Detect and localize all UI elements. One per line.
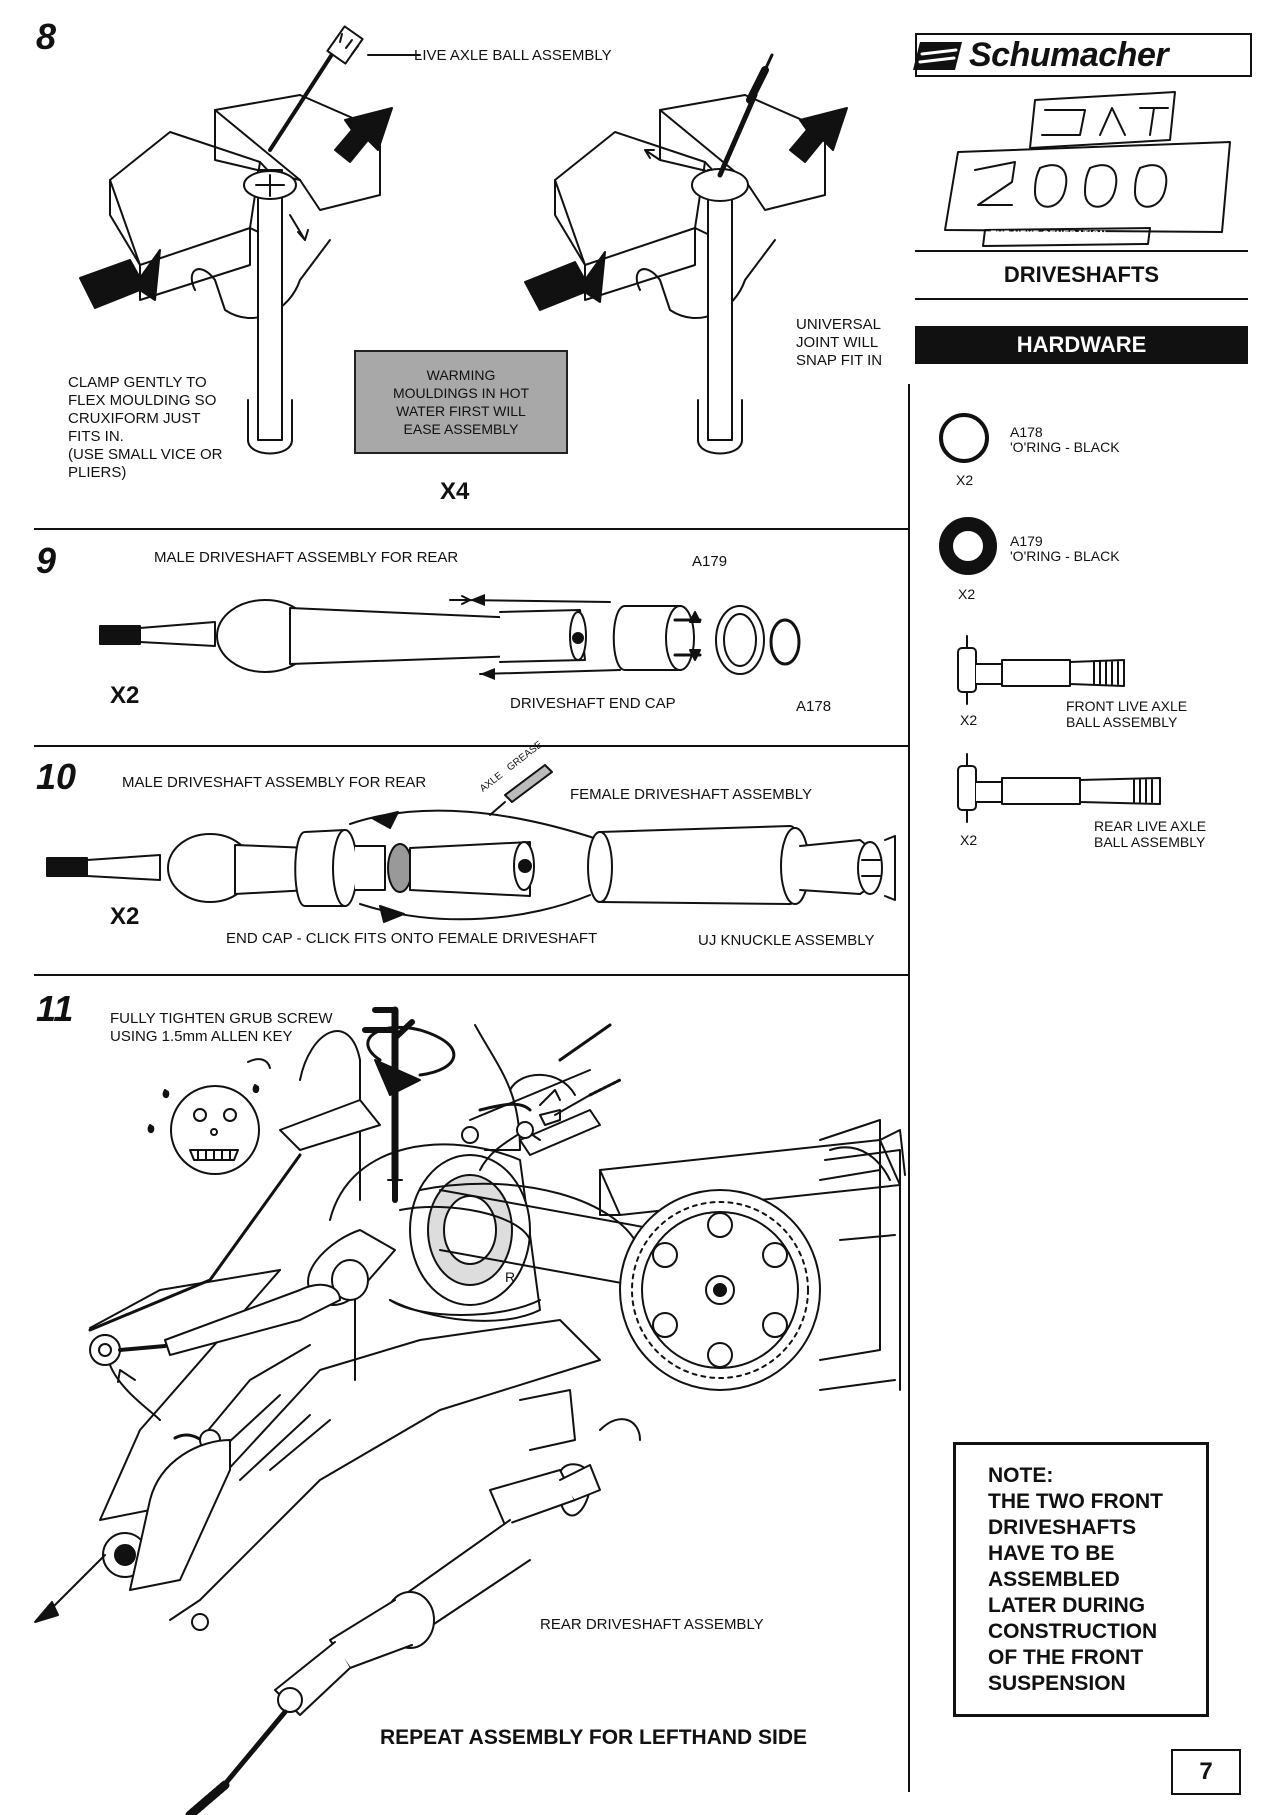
vice-illustration-left — [79, 25, 421, 455]
label-end-cap-click-fits: END CAP - CLICK FITS ONTO FEMALE DRIVESH… — [226, 930, 598, 947]
page-number: 7 — [1171, 1749, 1241, 1795]
divider-step10-step11 — [34, 974, 910, 976]
chassis-assembly-illustration: R — [34, 1006, 906, 1631]
label-male-driveshaft-step9: MALE DRIVESHAFT ASSEMBLY FOR REAR — [154, 549, 459, 566]
label-universal-joint: UNIVERSAL JOINT WILL SNAP FIT IN — [796, 316, 883, 369]
hw-a179-code: A179 — [1010, 533, 1043, 549]
step-number-8: 8 — [36, 16, 57, 57]
schumacher-logo-mark — [913, 42, 962, 70]
hardware-heading: HARDWARE — [915, 326, 1248, 364]
label-driveshaft-end-cap: DRIVESHAFT END CAP — [510, 695, 676, 712]
divider-step9-step10 — [34, 745, 910, 747]
brand-name: Schumacher — [969, 36, 1169, 74]
section-title: DRIVESHAFTS — [1003, 262, 1160, 287]
right-column-divider — [908, 384, 910, 1792]
o-ring-thick-icon — [939, 517, 997, 575]
cat-2000-logo — [944, 91, 1231, 247]
step10-multiplier: X2 — [110, 903, 140, 930]
label-female-driveshaft: FEMALE DRIVESHAFT ASSEMBLY — [570, 786, 813, 803]
gear-mark-r: R — [505, 1269, 515, 1285]
front-live-axle-icon — [957, 635, 1125, 705]
label-clamp-gently: CLAMP GENTLY TO FLEX MOULDING SO CRUXIFO… — [68, 374, 223, 481]
hw-a179-desc: 'O'RING - BLACK — [1010, 548, 1120, 564]
linkage-illustration-step11 — [89, 1078, 622, 1421]
divider-above-section-title — [915, 250, 1248, 252]
hw-rear-axle-desc: REAR LIVE AXLE BALL ASSEMBLY — [1094, 818, 1207, 850]
label-a178-step9: A178 — [796, 698, 832, 715]
female-driveshaft-illustration — [587, 825, 896, 905]
o-ring-thin-icon — [939, 413, 989, 463]
note-box: NOTE: THE TWO FRONT DRIVESHAFTS HAVE TO … — [953, 1442, 1209, 1717]
schumacher-brand-box: Schumacher — [915, 33, 1252, 77]
allen-key-illustration — [392, 1019, 415, 1203]
warning-box: WARMING MOULDINGS IN HOT WATER FIRST WIL… — [354, 350, 568, 454]
product-tagline: THE NEXT GENERATION — [990, 229, 1106, 239]
worried-face-illustration — [147, 1058, 271, 1175]
rear-live-axle-icon — [957, 753, 1161, 823]
o-rings-illustration-step9 — [715, 605, 801, 675]
step-number-11: 11 — [36, 988, 74, 1029]
rear-driveshaft-illustration-step11 — [185, 1464, 601, 1815]
step-number-9: 9 — [36, 540, 57, 581]
vice-illustration-right — [524, 53, 848, 455]
hw-front-axle-qty: X2 — [960, 712, 978, 728]
label-male-driveshaft-step10: MALE DRIVESHAFT ASSEMBLY FOR REAR — [122, 774, 427, 791]
step9-multiplier: X2 — [110, 682, 140, 709]
hw-a179-qty: X2 — [958, 586, 976, 602]
hw-a178-desc: 'O'RING - BLACK — [1010, 439, 1120, 455]
label-uj-knuckle: UJ KNUCKLE ASSEMBLY — [698, 932, 875, 949]
label-a179-step9: A179 — [692, 553, 728, 570]
hw-front-axle-desc: FRONT LIVE AXLE BALL ASSEMBLY — [1066, 698, 1188, 730]
hw-a178-code: A178 — [1010, 424, 1043, 440]
step-number-10: 10 — [36, 756, 77, 797]
step8-multiplier: X4 — [440, 478, 470, 505]
footer-repeat-assembly: REPEAT ASSEMBLY FOR LEFTHAND SIDE — [380, 1726, 808, 1749]
hw-a178-qty: X2 — [956, 472, 974, 488]
divider-below-section-title — [915, 298, 1248, 300]
label-fully-tighten-grub-screw: FULLY TIGHTEN GRUB SCREW USING 1.5mm ALL… — [110, 1010, 333, 1045]
label-live-axle-ball-assembly: LIVE AXLE BALL ASSEMBLY — [414, 47, 612, 64]
hw-rear-axle-qty: X2 — [960, 832, 978, 848]
label-rear-driveshaft-assembly: REAR DRIVESHAFT ASSEMBLY — [540, 1616, 764, 1633]
end-cap-illustration-step9 — [612, 605, 702, 671]
male-driveshaft-illustration-step9 — [99, 594, 621, 680]
male-driveshaft-illustration-step10 — [46, 764, 601, 923]
divider-step8-step9 — [34, 528, 910, 530]
